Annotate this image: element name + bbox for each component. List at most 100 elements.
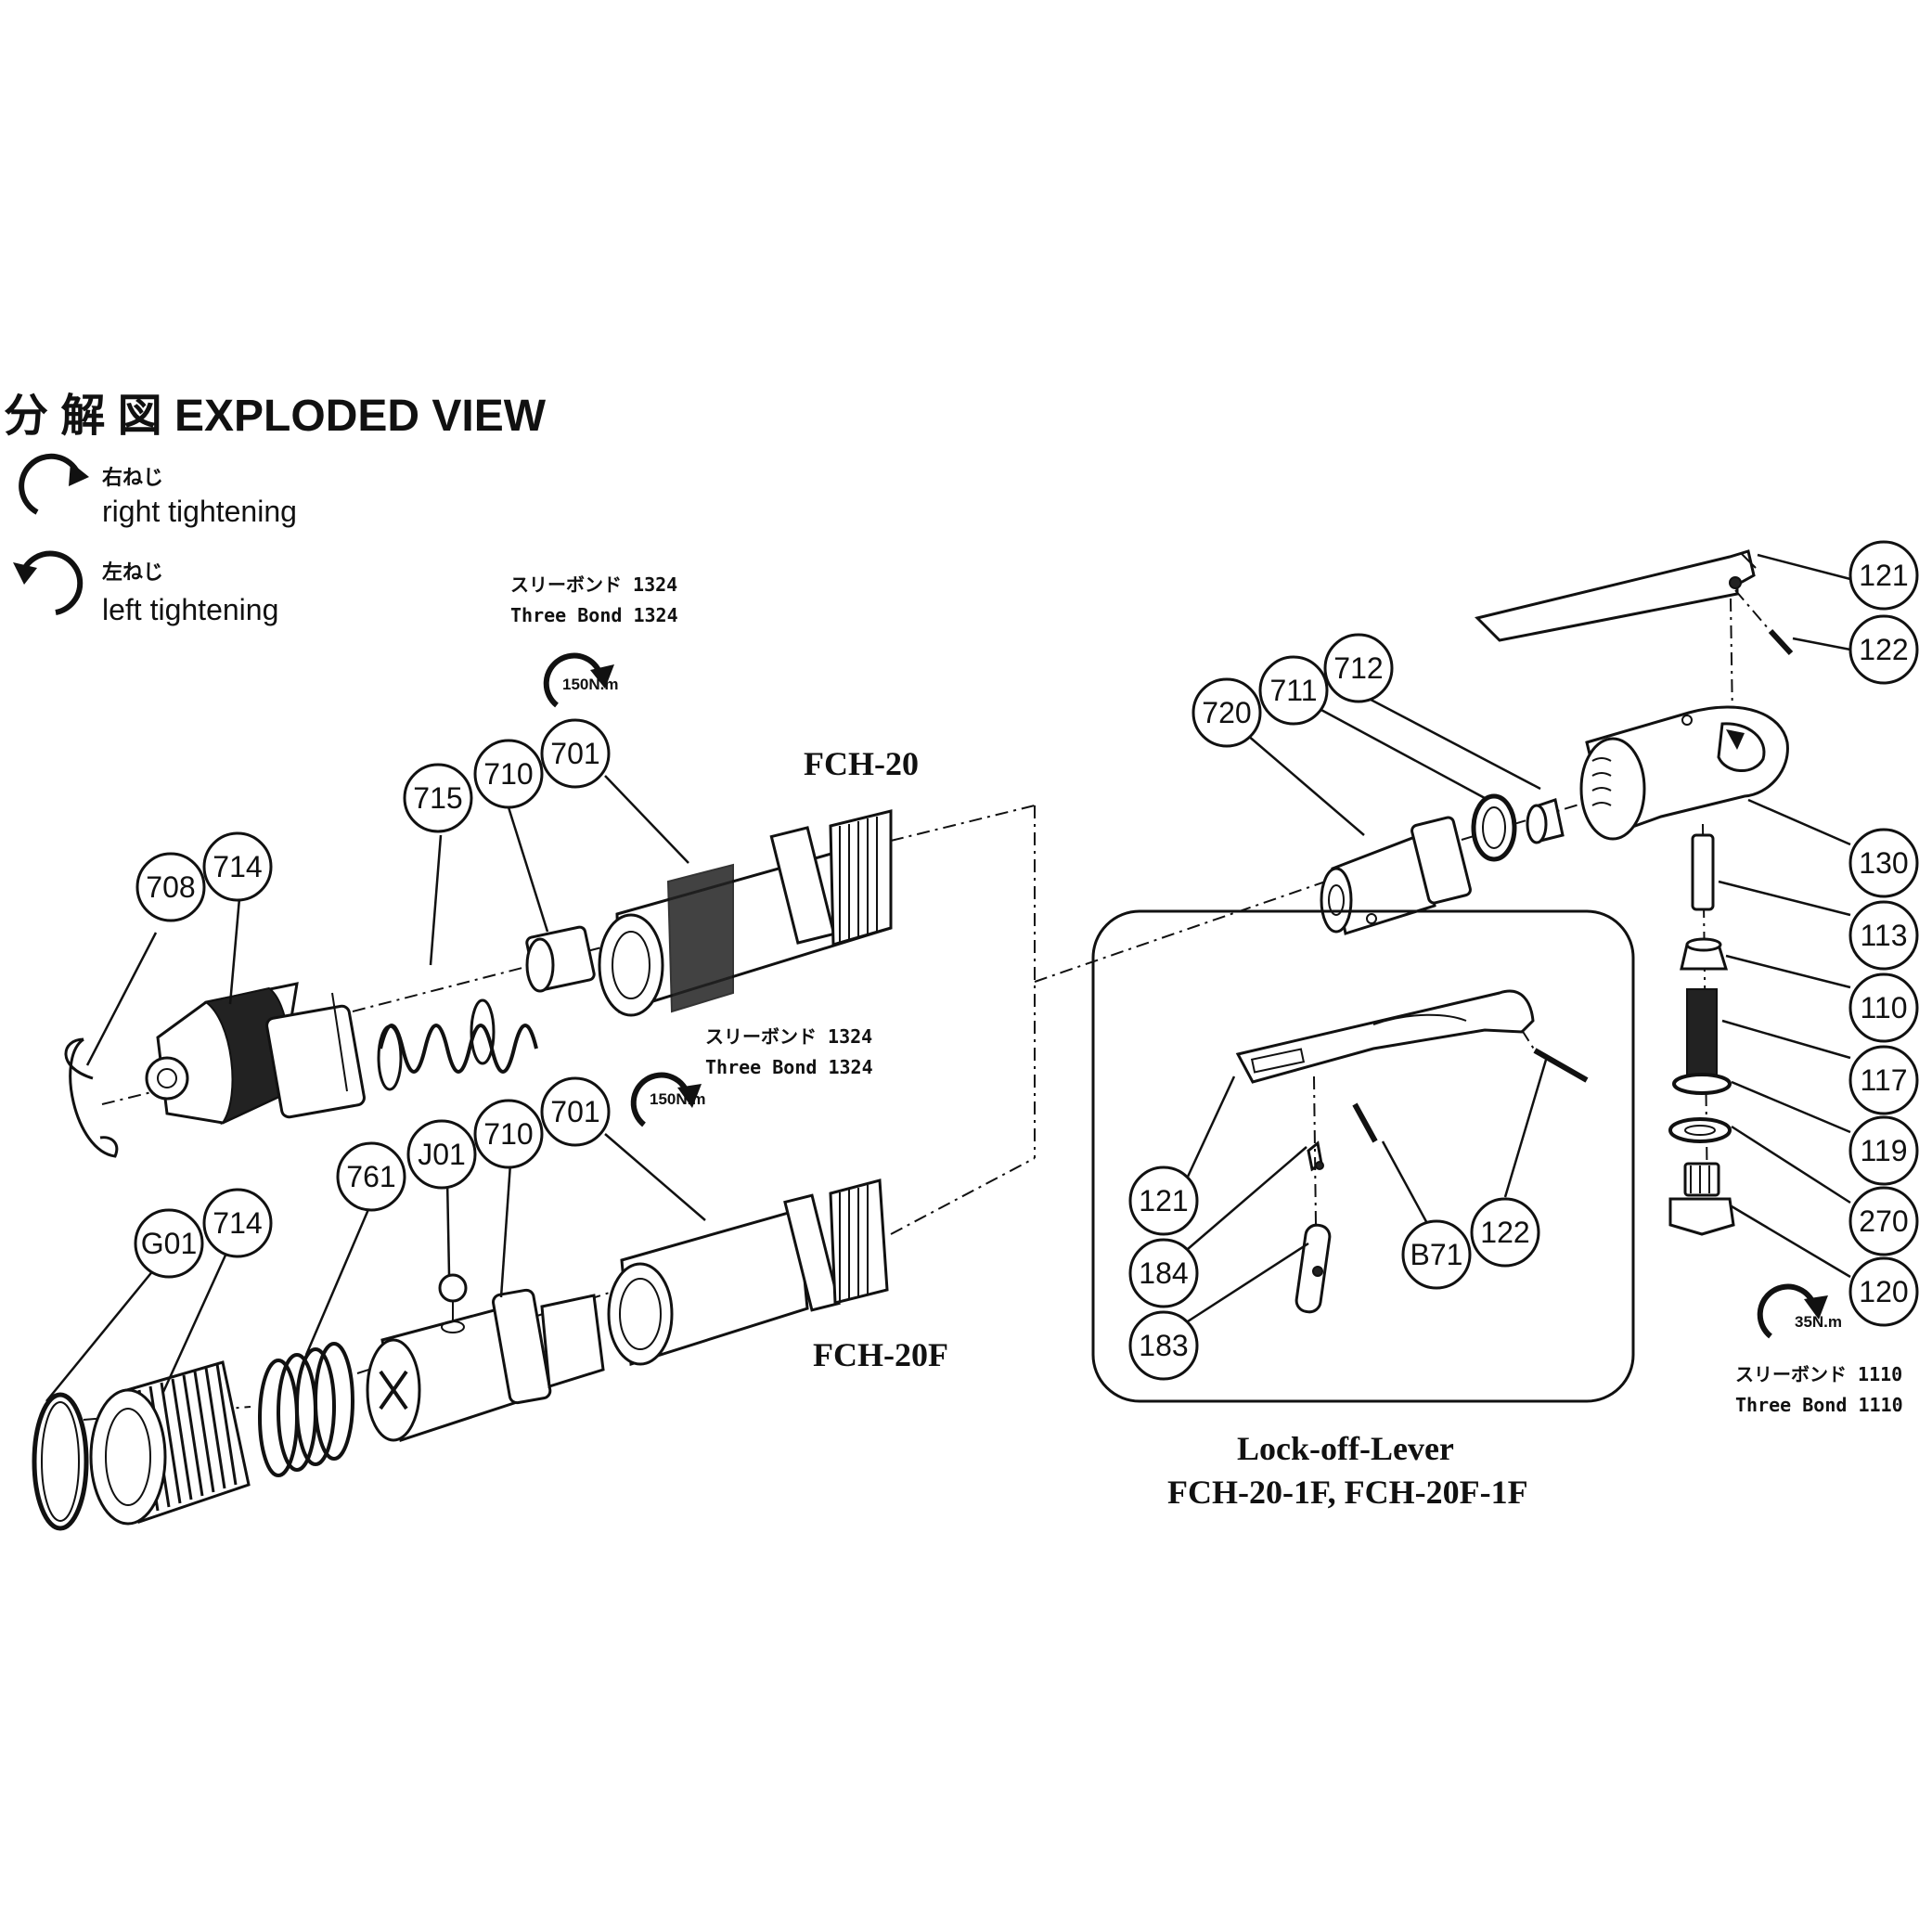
part-701-barrel bbox=[598, 809, 893, 1017]
callout-701-lower: 701 bbox=[540, 1076, 611, 1147]
part-714-chuck-sleeve bbox=[145, 982, 366, 1126]
svg-text:761: 761 bbox=[346, 1160, 395, 1193]
part-701-lower-barrel bbox=[607, 1179, 889, 1366]
part-110-bushing bbox=[1680, 937, 1729, 971]
lock-lever-models: FCH-20-1F, FCH-20F-1F bbox=[1167, 1474, 1528, 1511]
part-120-plug bbox=[1668, 1162, 1735, 1236]
part-712-valve-seat bbox=[1526, 798, 1565, 844]
callout-720: 720 bbox=[1191, 677, 1262, 748]
svg-text:121: 121 bbox=[1859, 559, 1908, 592]
part-117-spring bbox=[1686, 988, 1718, 1083]
lock-lever-inset-frame bbox=[1091, 909, 1635, 1403]
svg-text:715: 715 bbox=[413, 781, 462, 815]
torque-note-2: 150N.m bbox=[650, 1090, 705, 1108]
callout-701-upper: 701 bbox=[540, 718, 611, 789]
svg-text:708: 708 bbox=[146, 870, 195, 904]
torque-arrow-3-icon bbox=[1757, 1283, 1828, 1339]
bond-note-1-en: Three Bond 1324 bbox=[510, 604, 678, 626]
svg-text:710: 710 bbox=[483, 1117, 533, 1151]
svg-text:122: 122 bbox=[1480, 1216, 1529, 1249]
torque-arrow-1-icon bbox=[543, 652, 614, 708]
part-714-knurled-nut bbox=[89, 1360, 251, 1526]
bond-note-2-en: Three Bond 1324 bbox=[705, 1056, 873, 1078]
part-113-valve-pin bbox=[1691, 833, 1715, 911]
part-119-washer bbox=[1672, 1073, 1732, 1095]
callout-110: 110 bbox=[1848, 972, 1919, 1043]
svg-text:G01: G01 bbox=[141, 1227, 197, 1260]
callout-b71: B71 bbox=[1401, 1219, 1472, 1290]
svg-text:B71: B71 bbox=[1410, 1238, 1463, 1271]
callout-120: 120 bbox=[1848, 1256, 1919, 1327]
svg-text:714: 714 bbox=[213, 1206, 262, 1240]
callout-708: 708 bbox=[135, 852, 206, 922]
svg-text:121: 121 bbox=[1139, 1184, 1188, 1217]
legend-left-jp: 左ねじ bbox=[102, 560, 163, 584]
callout-183: 183 bbox=[1128, 1310, 1199, 1381]
callout-710-upper: 710 bbox=[473, 739, 544, 809]
part-270-gasket bbox=[1668, 1117, 1732, 1143]
leader-lines bbox=[45, 553, 1851, 1402]
part-711-o-ring bbox=[1471, 793, 1517, 862]
part-b71-spring bbox=[1352, 1102, 1378, 1143]
model-label-fch20f: FCH-20F bbox=[813, 1336, 948, 1373]
part-183-plate bbox=[1294, 1075, 1332, 1314]
torque-note-3: 35N.m bbox=[1795, 1313, 1842, 1331]
lock-lever-title: Lock-off-Lever bbox=[1237, 1430, 1454, 1467]
part-121-lever bbox=[1475, 549, 1757, 642]
callout-117: 117 bbox=[1848, 1045, 1919, 1115]
model-label-fch20: FCH-20 bbox=[804, 745, 919, 782]
part-122-lock-pin bbox=[1521, 1029, 1589, 1083]
part-761-spring bbox=[258, 1342, 354, 1477]
callout-710-lower: 710 bbox=[473, 1099, 544, 1169]
callout-184: 184 bbox=[1128, 1238, 1199, 1308]
svg-text:701: 701 bbox=[550, 1095, 599, 1128]
torque-note-1: 150N.m bbox=[562, 676, 618, 693]
callout-122: 122 bbox=[1848, 614, 1919, 685]
part-j01-ball bbox=[438, 1273, 468, 1329]
part-184-pin bbox=[1307, 1140, 1324, 1172]
svg-text:122: 122 bbox=[1859, 633, 1908, 666]
svg-text:119: 119 bbox=[1860, 1134, 1907, 1167]
callout-712: 712 bbox=[1323, 633, 1394, 703]
callout-122-lock: 122 bbox=[1470, 1197, 1540, 1268]
left-tightening-icon bbox=[13, 550, 84, 615]
callout-761: 761 bbox=[336, 1141, 406, 1212]
torque-arrow-2-icon bbox=[630, 1072, 702, 1127]
callout-714-upper: 714 bbox=[202, 831, 273, 902]
svg-text:120: 120 bbox=[1859, 1275, 1908, 1308]
callout-g01: G01 bbox=[134, 1208, 204, 1279]
bond-note-3-jp: スリーボンド 1110 bbox=[1735, 1363, 1902, 1385]
svg-text:113: 113 bbox=[1860, 919, 1907, 952]
part-121-lock-lever bbox=[1235, 989, 1535, 1084]
bond-note-2-jp: スリーボンド 1324 bbox=[705, 1025, 872, 1048]
svg-text:130: 130 bbox=[1859, 846, 1908, 880]
part-710-chuck-body bbox=[366, 1288, 605, 1442]
legend-right-en: right tightening bbox=[102, 495, 297, 528]
part-122-pin bbox=[1734, 589, 1794, 656]
svg-text:J01: J01 bbox=[418, 1138, 466, 1171]
svg-text:710: 710 bbox=[483, 757, 533, 791]
callout-121: 121 bbox=[1848, 540, 1919, 611]
svg-text:712: 712 bbox=[1333, 651, 1383, 685]
part-720-valve-stem bbox=[1320, 816, 1472, 935]
callout-270: 270 bbox=[1848, 1186, 1919, 1256]
svg-text:701: 701 bbox=[550, 737, 599, 770]
callout-715: 715 bbox=[403, 763, 473, 833]
bond-note-1-jp: スリーボンド 1324 bbox=[510, 573, 677, 596]
part-715-spring bbox=[377, 998, 538, 1091]
part-708-retaining-ring bbox=[64, 1037, 119, 1158]
svg-text:184: 184 bbox=[1139, 1256, 1188, 1290]
callout-121-lock: 121 bbox=[1128, 1166, 1199, 1236]
svg-text:270: 270 bbox=[1859, 1204, 1908, 1238]
right-tightening-icon bbox=[19, 453, 89, 515]
part-g01-ring bbox=[32, 1392, 89, 1531]
svg-text:117: 117 bbox=[1860, 1063, 1907, 1097]
svg-text:720: 720 bbox=[1202, 696, 1251, 729]
part-710-sleeve bbox=[525, 925, 596, 993]
svg-text:711: 711 bbox=[1269, 674, 1317, 707]
part-130-handle-housing bbox=[1579, 705, 1789, 841]
diagram-title: 分 解 図 EXPLODED VIEW bbox=[4, 392, 547, 441]
svg-text:714: 714 bbox=[213, 850, 262, 883]
legend-left-en: left tightening bbox=[102, 593, 278, 626]
